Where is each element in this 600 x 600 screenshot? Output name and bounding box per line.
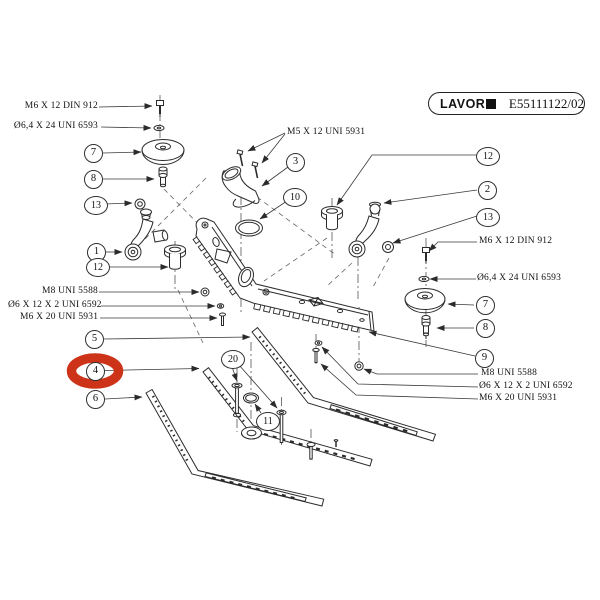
screw-m6x12-left [156,100,164,117]
nut-13-right [382,241,394,253]
callout-13-right: 13 [476,208,500,227]
callout-2: 2 [478,181,497,200]
label-d6x12x2-uni6592-left: Ø6 X 12 X 2 UNI 6592 [8,300,102,310]
callout-20: 20 [221,350,245,369]
callout-13-left: 13 [84,196,108,215]
disc-pulley-right [404,288,446,314]
callout-9: 9 [475,349,494,368]
lower-arm-assembly [202,366,373,467]
nut-13-left [134,198,146,210]
spacer-left [158,166,168,188]
spray-arm-body [192,217,375,333]
washer-left [153,124,165,132]
callout-11: 11 [256,412,280,431]
callout-10: 10 [283,188,307,207]
callout-3: 3 [286,153,305,172]
callout-7-right: 7 [476,296,495,315]
washer-right [418,275,430,283]
callout-8-left: 8 [84,170,103,189]
center-lines [159,95,427,462]
callout-6: 6 [86,390,105,409]
label-m5x12-uni5931: M5 X 12 UNI 5931 [287,127,366,137]
brand-badge: LAVOR E55111122/02 [428,92,585,115]
disc-pulley-left [141,139,185,166]
callout-4-highlighted: 4 [86,362,105,381]
shoulder-bolt-left [164,244,186,270]
label-d64x24-uni6593-left: Ø6,4 X 24 UNI 6593 [13,121,98,131]
label-m6x12-din912-right: M6 X 12 DIN 912 [479,236,553,246]
label-m6x20-uni5931-left: M6 X 20 UNI 5931 [20,312,99,322]
o-ring-large [235,219,263,237]
rail-lower [145,388,325,507]
washer-d6-left [216,303,225,309]
screw-m6x20-left [219,312,226,326]
nut-m8-left [200,287,210,297]
elbow-pipe [221,166,260,208]
label-m6x12-din912-left: M6 X 12 DIN 912 [24,101,98,111]
drawing-code: E55111122/02 [508,95,584,111]
label-m8-uni5588-right: M8 UNI 5588 [481,368,538,378]
brand-logo: LAVOR [440,96,486,111]
curved-arm-right [348,201,381,258]
highlight-ellipse [66,353,124,389]
screw-bottom-3 [306,442,316,460]
shoulder-bolt-right [321,206,343,231]
callout-7-left: 7 [84,144,103,163]
callout-12-right: 12 [476,147,500,166]
screws-m5 [236,149,259,179]
screw-m6x20-right [312,347,320,363]
construction-lines [143,177,390,344]
label-d64x24-uni6593-right: Ø6,4 X 24 UNI 6593 [477,273,562,283]
washer-d6-right [314,340,323,346]
label-m6x20-uni5931-right: M6 X 20 UNI 5931 [479,393,558,403]
spacer-right [421,315,431,339]
curved-arm-left [124,208,169,261]
rail-upper [251,326,437,442]
callout-12-left: 12 [86,258,110,277]
screw-bottom-1 [231,382,243,418]
o-ring-small [243,392,259,404]
callout-8-right: 8 [476,319,495,338]
screw-m6x12-right [422,247,430,264]
callout-5: 5 [85,330,104,349]
screw-bottom-2 [276,409,287,443]
brand-logo-mark [486,98,496,109]
label-m8-uni5588-left: M8 UNI 5588 [41,286,98,296]
label-d6x12x2-uni6592-right: Ø6 X 12 X 2 UNI 6592 [479,381,573,391]
nut-m8-right [354,361,364,371]
